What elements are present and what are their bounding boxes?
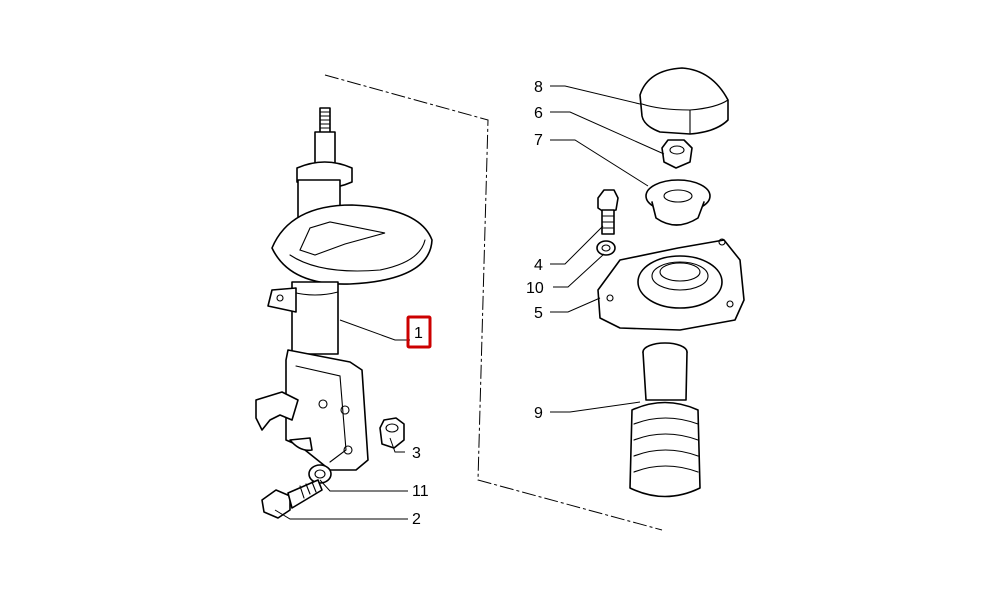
assembly-boundary-line bbox=[324, 74, 663, 531]
shock-absorber-strut[interactable] bbox=[255, 107, 433, 471]
callout-11[interactable]: 11 bbox=[412, 483, 429, 500]
callout-8[interactable]: 8 bbox=[534, 79, 543, 96]
callout-9[interactable]: 9 bbox=[534, 405, 543, 422]
screw-part-4[interactable] bbox=[597, 189, 619, 235]
callout-7[interactable]: 7 bbox=[534, 132, 543, 149]
flange-nut-part-3[interactable] bbox=[379, 417, 405, 449]
bump-stop-boot-part-9[interactable] bbox=[629, 342, 701, 498]
top-cap-part-8[interactable] bbox=[639, 67, 729, 135]
top-mount-part-5[interactable] bbox=[597, 238, 745, 331]
self-locking-nut-part-6[interactable] bbox=[661, 139, 693, 169]
callout-1[interactable]: 1 bbox=[414, 325, 423, 342]
callout-3[interactable]: 3 bbox=[412, 445, 421, 462]
bearing-cup-part-7[interactable] bbox=[645, 179, 711, 226]
callout-2[interactable]: 2 bbox=[412, 511, 421, 528]
selected-part-highlight-box[interactable] bbox=[406, 315, 432, 349]
callout-labels: 1 3 11 2 8 6 7 4 10 5 9 bbox=[412, 79, 544, 528]
callout-4[interactable]: 4 bbox=[534, 257, 543, 274]
callout-6[interactable]: 6 bbox=[534, 105, 543, 122]
callout-10[interactable]: 10 bbox=[526, 280, 544, 297]
leader-lines bbox=[274, 85, 665, 520]
washer-part-10[interactable] bbox=[596, 240, 616, 256]
callout-5[interactable]: 5 bbox=[534, 305, 543, 322]
bolt-part-2[interactable] bbox=[261, 479, 323, 519]
